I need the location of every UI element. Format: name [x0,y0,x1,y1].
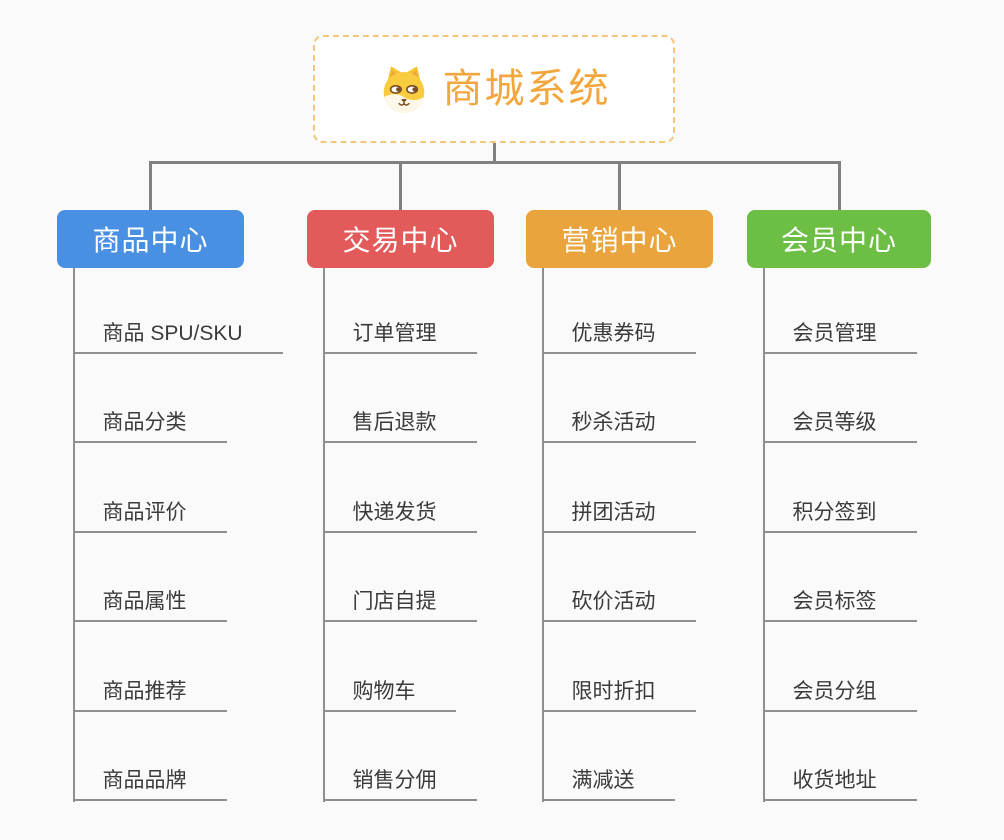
leaf-node[interactable]: 秒杀活动 [541,405,696,443]
leaf-node[interactable]: 限时折扣 [541,674,696,712]
leaf-label: 拼团活动 [571,501,656,524]
leaf-label: 商品品牌 [102,769,187,792]
leaf-label: 商品推荐 [102,680,187,703]
leaf-node[interactable]: 快递发货 [322,495,477,533]
leaf-node[interactable]: 会员标签 [762,584,917,622]
leaf-label: 门店自提 [352,590,437,613]
leaf-label: 购物车 [352,680,416,703]
leaf-node[interactable]: 商品 SPU/SKU [72,316,283,354]
branch-node[interactable]: 会员中心 [747,210,931,268]
branch-trunk-line [541,268,544,802]
branch-label: 营销中心 [561,225,678,256]
leaf-label: 积分签到 [792,501,877,524]
leaf-label: 商品属性 [102,590,187,613]
branch-label: 商品中心 [92,225,209,256]
leaf-node[interactable]: 商品分类 [72,405,227,443]
dog-face-icon [383,66,424,113]
leaf-node[interactable]: 会员管理 [762,316,917,354]
leaf-node[interactable]: 销售分佣 [322,763,477,801]
leaf-label: 秒杀活动 [571,411,656,434]
branch-trunk-line [322,268,325,802]
leaf-label: 优惠券码 [571,322,656,345]
leaf-label: 商品评价 [102,501,187,524]
connector-line [149,161,152,210]
leaf-label: 会员分组 [792,680,877,703]
leaf-label: 商品分类 [102,411,187,434]
leaf-node[interactable]: 优惠券码 [541,316,696,354]
connector-line [837,161,841,210]
connector-line [618,161,621,210]
connector-line [492,143,496,164]
leaf-label: 订单管理 [352,322,437,345]
root-node[interactable]: 商城系统 [313,35,675,143]
leaf-label: 满减送 [571,769,635,792]
branch-node[interactable]: 交易中心 [307,210,494,268]
leaf-label: 会员等级 [792,411,877,434]
leaf-node[interactable]: 收货地址 [762,763,917,801]
connector-line [399,161,402,210]
leaf-label: 快递发货 [352,501,437,524]
leaf-label: 砍价活动 [571,590,656,613]
leaf-node[interactable]: 商品属性 [72,584,227,622]
leaf-node[interactable]: 订单管理 [322,316,477,354]
branch-label: 交易中心 [342,225,459,256]
branch-trunk-line [762,268,765,802]
leaf-node[interactable]: 拼团活动 [541,495,696,533]
leaf-node[interactable]: 砍价活动 [541,584,696,622]
root-title: 商城系统 [442,67,611,111]
leaf-node[interactable]: 商品推荐 [72,674,227,712]
branch-label: 会员中心 [780,225,897,256]
leaf-node[interactable]: 会员等级 [762,405,917,443]
leaf-label: 售后退款 [352,411,437,434]
leaf-node[interactable]: 门店自提 [322,584,477,622]
leaf-node[interactable]: 购物车 [322,674,456,712]
connector-line [149,161,841,164]
leaf-label: 会员标签 [792,590,877,613]
leaf-label: 会员管理 [792,322,877,345]
leaf-node[interactable]: 售后退款 [322,405,477,443]
leaf-label: 限时折扣 [571,680,656,703]
leaf-node[interactable]: 满减送 [541,763,675,801]
branch-node[interactable]: 商品中心 [57,210,244,268]
leaf-node[interactable]: 商品品牌 [72,763,227,801]
leaf-label: 商品 SPU/SKU [102,322,243,345]
leaf-node[interactable]: 会员分组 [762,674,917,712]
branch-trunk-line [72,268,75,802]
leaf-label: 销售分佣 [352,769,437,792]
leaf-label: 收货地址 [792,769,877,792]
leaf-node[interactable]: 商品评价 [72,495,227,533]
leaf-node[interactable]: 积分签到 [762,495,917,533]
branch-node[interactable]: 营销中心 [526,210,713,268]
